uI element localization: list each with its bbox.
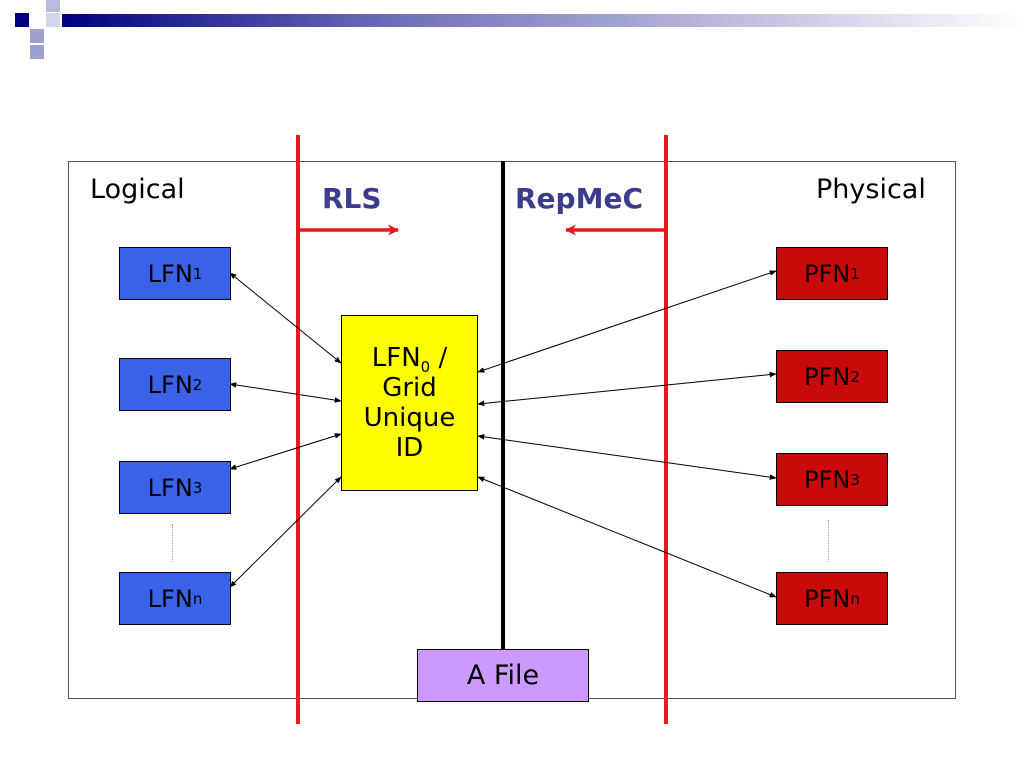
lfn-n-label: LFN xyxy=(147,584,193,613)
center-lfn-subscript: 0 xyxy=(420,358,431,376)
lfn-3-label: LFN xyxy=(147,473,193,502)
rls-layer-label: RLS xyxy=(322,182,382,215)
center-line-2: Grid xyxy=(382,373,437,403)
center-line-4: ID xyxy=(395,433,424,463)
physical-region-label: Physical xyxy=(816,174,926,205)
header-square-light xyxy=(46,13,60,27)
lfn-1-label: LFN xyxy=(147,259,193,288)
header-square-light xyxy=(30,45,44,59)
repmec-layer-label: RepMeC xyxy=(515,182,643,215)
file-node-label: A File xyxy=(466,660,540,691)
lfn-continuation-dots xyxy=(172,524,173,562)
edge-lfn3-center xyxy=(229,433,342,470)
edge-lfn1-center xyxy=(229,272,342,364)
center-line-3: Unique xyxy=(363,403,456,433)
file-node: A File xyxy=(417,649,589,702)
logical-region-label: Logical xyxy=(90,174,185,205)
header-square-light xyxy=(30,29,44,43)
header-gradient-bar xyxy=(62,14,1024,27)
edge-pfnn-center xyxy=(477,476,777,598)
edge-lfnn-center xyxy=(229,476,342,588)
center-line-1: LFN0 / xyxy=(371,343,448,376)
header-square-light xyxy=(46,0,60,12)
pfn-continuation-dots xyxy=(828,520,829,562)
lfn-2-label: LFN xyxy=(147,370,193,399)
edge-pfn3-center xyxy=(477,434,777,480)
edge-lfn2-center xyxy=(229,382,342,403)
slide-header-decoration xyxy=(15,0,1024,59)
pfn-n-label: PFN xyxy=(804,584,851,613)
edge-pfn1-center xyxy=(477,270,777,373)
pfn-2-label: PFN xyxy=(804,362,851,391)
pfn-3-label: PFN xyxy=(804,465,851,494)
center-lfn-base: LFN xyxy=(371,343,421,373)
center-slash: / xyxy=(430,343,448,373)
edge-pfn2-center xyxy=(477,371,777,407)
header-square-dark xyxy=(15,13,29,27)
grid-unique-id-node: LFN0 / Grid Unique ID xyxy=(341,315,478,491)
pfn-1-label: PFN xyxy=(804,259,851,288)
